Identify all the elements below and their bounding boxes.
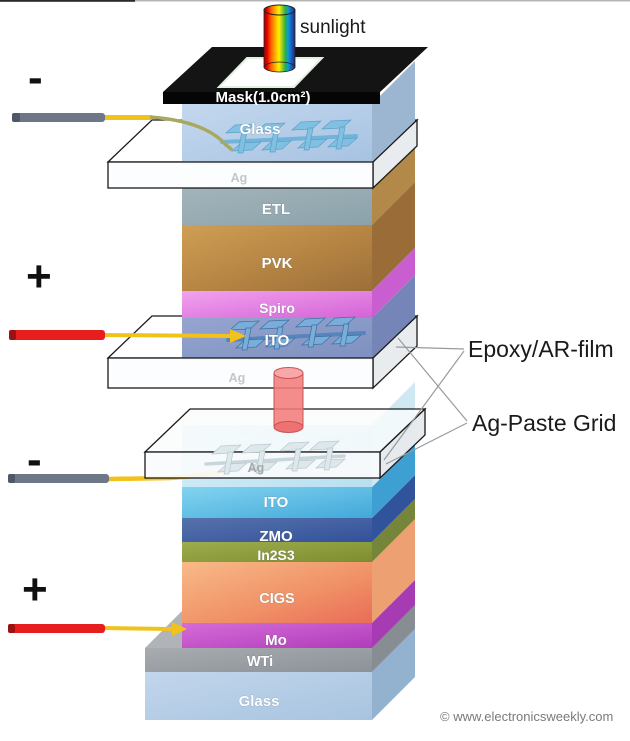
terminal-neg-top: - [12, 53, 234, 152]
layer-spiro [182, 291, 372, 318]
ag-front-label: Ag [231, 171, 248, 185]
wire-pos-top-arrow [230, 329, 246, 343]
ag-paste-grid-epoxy [204, 440, 346, 475]
page-border-top-left [0, 0, 135, 2]
ito-bottom-label: ITO [264, 494, 289, 511]
layer-pvk [182, 225, 372, 291]
glass-bottom-label: Glass [239, 693, 280, 710]
ag-paste-grid-label: Ag-Paste Grid [472, 410, 616, 436]
mo-label: Mo [265, 632, 287, 649]
layer-in2s3 [182, 542, 372, 562]
watermark: © www.electronicsweekly.com [440, 709, 613, 724]
layer-ito-bottom-side [372, 444, 415, 518]
terminal-pos-top: + [9, 252, 246, 343]
cigs-label: CIGS [259, 591, 295, 607]
mask-aperture [216, 57, 325, 88]
spiro-label: Spiro [259, 300, 295, 316]
sunlight-beam [263, 4, 296, 73]
epoxy-slab-3 [143, 407, 427, 480]
pointer-agpaste-1 [397, 337, 468, 422]
etl-label: ETL [262, 201, 290, 218]
ag-rear-label: Ag [229, 371, 246, 385]
wire-neg-top [12, 113, 105, 122]
pos-top-sign: + [26, 252, 52, 301]
wire-pos-bottom-lead [103, 626, 173, 631]
wire-neg-top-curve [149, 115, 234, 152]
wire-pos-bottom-cap [8, 624, 15, 633]
layer-mo-side [372, 580, 415, 648]
mask [163, 47, 428, 104]
layer-cigs-side [372, 519, 415, 623]
layer-wti-side [372, 605, 415, 672]
layer-etl [182, 188, 372, 225]
in2s3-label: In2S3 [257, 547, 295, 563]
pointer-lines [383, 337, 468, 465]
wire-neg-bottom [8, 474, 109, 483]
sunlight-label: sunlight [300, 17, 366, 38]
wti-label: WTi [247, 654, 273, 670]
ito-top-label: ITO [265, 332, 290, 349]
layer-zmo [182, 518, 372, 542]
layer-glass-top-side [372, 61, 415, 165]
wire-pos-bottom [8, 624, 105, 633]
layer-ito-top-side [372, 275, 415, 360]
ag-paste-grid-glass [220, 119, 358, 154]
page-border-top [0, 0, 630, 2]
pointer-epoxy-2 [383, 350, 465, 461]
neg-top-sign: - [28, 53, 43, 102]
layer-spiro-side [372, 248, 415, 318]
wire-pos-top-cap [9, 330, 16, 340]
ag-paste-grid-ito [226, 316, 366, 351]
pos-bottom-sign: + [22, 565, 48, 614]
wire-pos-top [9, 330, 105, 340]
pointer-agpaste-2 [385, 422, 468, 465]
terminal-neg-bottom: - [8, 435, 109, 484]
layer-glass-bottom-side [372, 629, 415, 720]
layer-glass-bottom [145, 672, 372, 720]
pvk-label: PVK [262, 255, 293, 272]
layer-etl-side [372, 145, 415, 225]
light-beam-cylinder [273, 367, 304, 433]
zmo-label: ZMO [259, 528, 293, 545]
epoxy-slab-1 [107, 118, 418, 190]
mask-label: Mask(1.0cm²) [215, 89, 310, 106]
layer-zmo-side [372, 475, 415, 542]
pointer-epoxy-1 [395, 346, 465, 350]
wire-neg-top-cap [12, 113, 20, 122]
neg-bottom-sign: - [27, 435, 42, 484]
layer-wti [145, 648, 372, 672]
layer-ito-bottom [182, 487, 372, 518]
ag-grid-label: Ag [248, 461, 265, 475]
wire-neg-top-lead [102, 115, 152, 120]
wire-pos-top-lead [103, 333, 231, 338]
glass-top-label: Glass [240, 121, 281, 138]
layer-pvk-side [372, 182, 415, 291]
layer-in2s3-side [372, 499, 415, 562]
layer-cigs [182, 562, 372, 623]
wire-neg-bottom-cap [8, 474, 15, 483]
terminal-pos-bottom: + [8, 565, 187, 636]
layer-mo [182, 623, 372, 648]
wire-pos-bottom-arrow [172, 622, 187, 636]
epoxy-slab-2 [107, 314, 418, 390]
epoxy-ar-film-label: Epoxy/AR-film [468, 336, 614, 362]
